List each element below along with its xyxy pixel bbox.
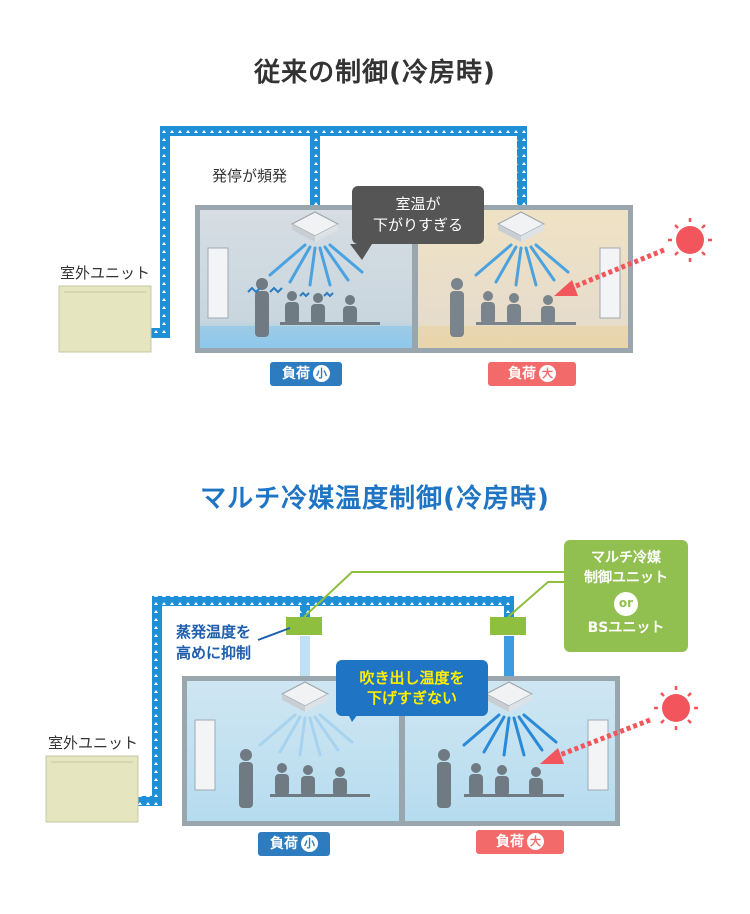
top-airflow-right bbox=[474, 243, 570, 287]
top-load-large-badge: 負荷大 bbox=[488, 362, 576, 386]
top-load-small-char: 小 bbox=[313, 365, 330, 382]
top-load-large-char: 大 bbox=[539, 365, 556, 382]
top-title: 従来の制御(冷房時) bbox=[254, 58, 496, 88]
bottom-bubble-line1: 吹き出し温度を bbox=[359, 669, 465, 687]
controller-box: マルチ冷媒 制御ユニット or BSユニット bbox=[564, 540, 688, 652]
top-bubble-line1: 室温が bbox=[395, 195, 441, 213]
top-airflow-left bbox=[268, 243, 364, 287]
bottom-airflow-right bbox=[462, 713, 558, 757]
top-people-left bbox=[255, 278, 380, 337]
controller-line3: BSユニット bbox=[587, 620, 665, 636]
top-sun-icon bbox=[668, 218, 712, 262]
bottom-sun-ray-arrow bbox=[540, 717, 651, 764]
controller-line2: 制御ユニット bbox=[584, 570, 668, 586]
bottom-refrigerant-pipe bbox=[138, 596, 514, 806]
top-load-small-label: 負荷 bbox=[282, 366, 310, 382]
top-load-large-label: 負荷 bbox=[508, 366, 536, 382]
bottom-load-small-badge: 負荷小 bbox=[258, 832, 330, 856]
controller-or: or bbox=[614, 592, 638, 616]
top-outdoor-unit bbox=[58, 285, 152, 353]
top-indoor-unit-right bbox=[496, 211, 546, 242]
bottom-indoor-unit-right bbox=[484, 681, 534, 712]
top-sun-ray-arrow bbox=[554, 247, 665, 296]
bottom-people-left bbox=[239, 749, 370, 808]
top-refrigerant-pipe bbox=[150, 126, 527, 338]
top-indoor-unit-left bbox=[290, 211, 340, 242]
bottom-outlet-temp-bubble: 吹き出し温度を 下げすぎない bbox=[336, 660, 488, 716]
evap-temp-annotation: 蒸発温度を 高めに抑制 bbox=[176, 622, 251, 664]
bottom-load-large-badge: 負荷大 bbox=[476, 830, 564, 854]
top-room-temp-bubble: 室温が 下がりすぎる bbox=[352, 186, 484, 244]
evap-leader-line bbox=[257, 627, 291, 641]
bottom-indoor-unit-left bbox=[280, 681, 330, 712]
top-outdoor-unit-label: 室外ユニット bbox=[60, 264, 151, 282]
bottom-outdoor-unit bbox=[45, 755, 139, 823]
top-load-small-badge: 負荷小 bbox=[270, 362, 342, 386]
bottom-load-small-label: 負荷 bbox=[270, 836, 298, 852]
controller-leader-lines bbox=[303, 571, 564, 618]
bottom-airflow-left bbox=[258, 713, 354, 757]
bottom-bubble-line2: 下げすぎない bbox=[366, 689, 457, 707]
bottom-people-right bbox=[437, 749, 564, 808]
evap-line2: 高めに抑制 bbox=[176, 644, 252, 662]
bottom-load-small-char: 小 bbox=[301, 835, 318, 852]
top-people-right bbox=[450, 278, 576, 337]
bottom-sun-icon bbox=[654, 686, 698, 730]
controller-line1: マルチ冷媒 bbox=[591, 550, 661, 566]
top-bubble-line2: 下がりすぎる bbox=[372, 216, 463, 234]
controller-block-left bbox=[286, 617, 322, 635]
bottom-outdoor-unit-label: 室外ユニット bbox=[48, 734, 139, 752]
evap-line1: 蒸発温度を bbox=[176, 623, 252, 641]
top-bubble-tail bbox=[350, 244, 372, 260]
bottom-load-large-char: 大 bbox=[527, 833, 544, 850]
frequent-stop-label: 発停が頻発 bbox=[212, 167, 288, 185]
top-shiver-marks bbox=[247, 286, 334, 298]
bottom-load-large-label: 負荷 bbox=[496, 834, 524, 850]
bottom-title: マルチ冷媒温度制御(冷房時) bbox=[200, 484, 550, 514]
controller-block-right bbox=[490, 617, 526, 635]
